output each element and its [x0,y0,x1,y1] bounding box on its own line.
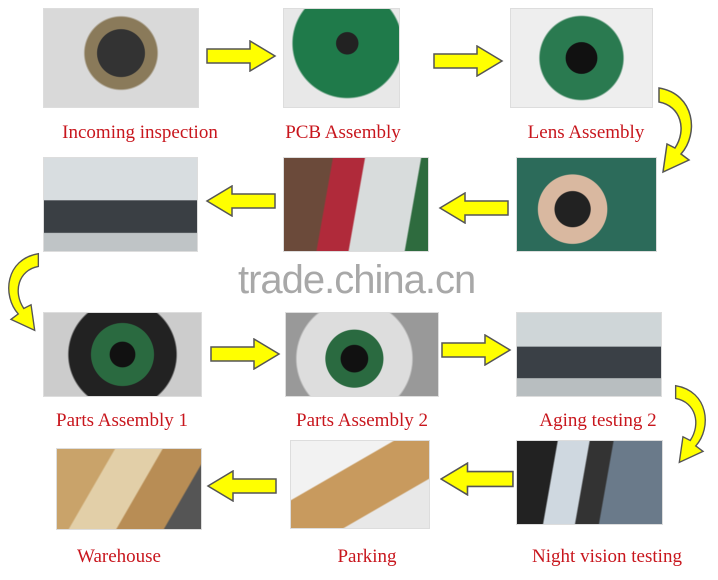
label-incoming-inspection: Incoming inspection [62,122,218,143]
label-lens-assembly: Lens Assembly [527,122,645,143]
watermark: trade.china.cn [238,258,476,302]
lens-assembly-photo [510,8,653,108]
night-vision-testing-photo [516,440,663,525]
workers-assembly-photo [283,157,429,252]
warehouse-photo [56,448,202,530]
label-night-vision-testing: Night vision testing [532,546,682,567]
incoming-inspection-photo [43,8,199,108]
label-pcb-assembly: PCB Assembly [285,122,401,143]
label-parking: Parking [337,546,397,567]
arrow-right-icon [205,40,277,72]
arrow-left-icon [205,185,277,217]
curved-arrow-icon [672,378,714,470]
arrow-left-icon [440,462,514,496]
arrow-right-icon [432,45,504,77]
curved-arrow-icon [0,250,42,334]
arrow-right-icon [440,334,512,366]
aging-testing-1-photo [43,157,198,252]
arrow-right-icon [207,338,283,370]
label-parts-assembly-2: Parts Assembly 2 [296,410,428,431]
label-parts-assembly-1: Parts Assembly 1 [56,410,188,431]
pcb-assembly-photo [283,8,400,108]
parking-photo [290,440,430,529]
curved-arrow-icon [655,84,701,176]
label-aging-testing-2: Aging testing 2 [539,410,657,431]
aging-testing-2-photo [516,312,662,397]
parts-assembly-2-photo [285,312,439,397]
label-warehouse: Warehouse [77,546,161,567]
arrow-left-icon [205,470,279,502]
parts-assembly-1-photo [43,312,202,397]
arrow-left-icon [437,192,511,224]
led-board-assembly-photo [516,157,657,252]
